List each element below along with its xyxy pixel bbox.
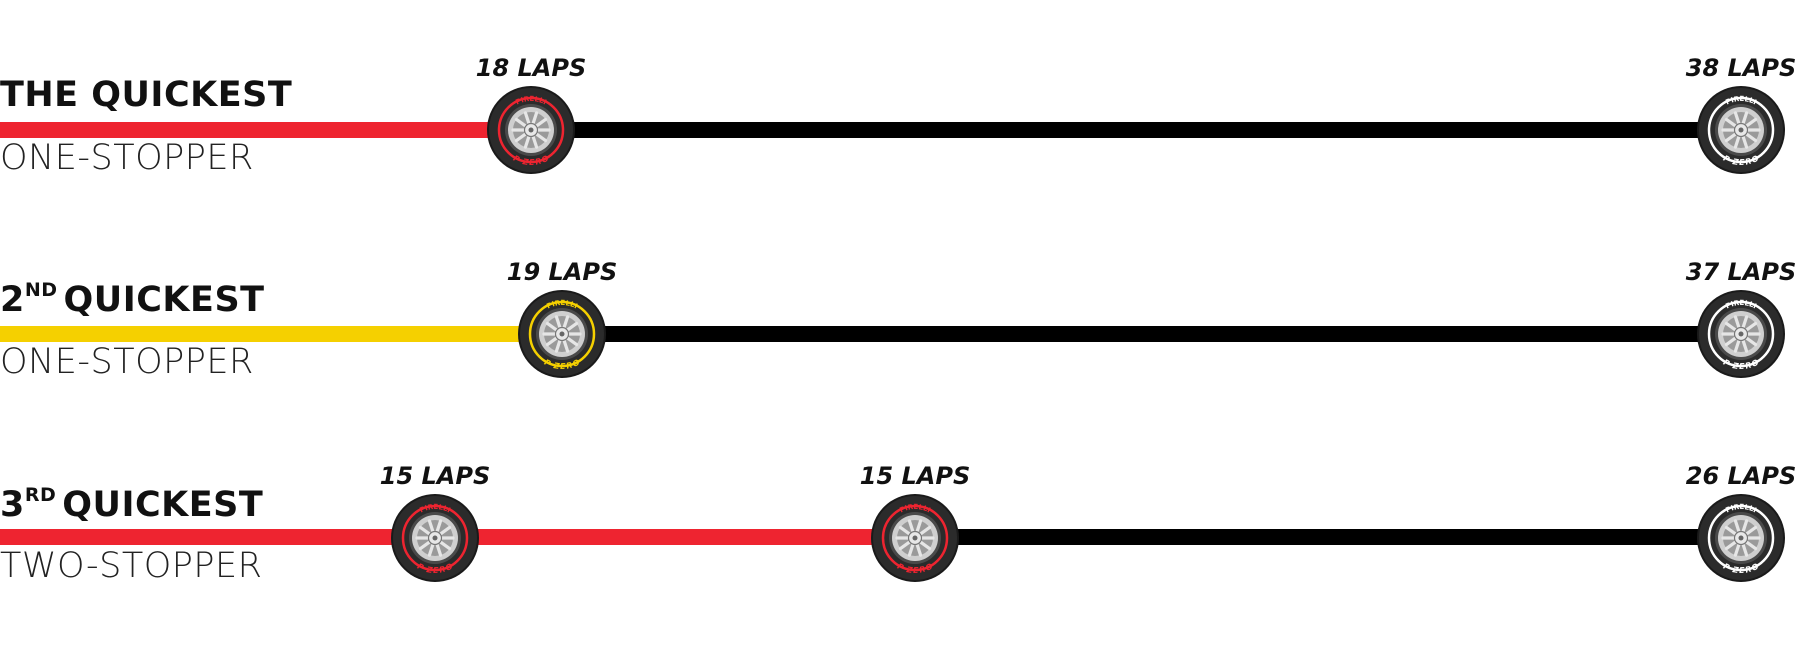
strategy-3-stint-1-laps: 15 LAPS — [379, 462, 491, 490]
soft-tyre-graphic: PIRELLI P ZERO — [391, 494, 479, 582]
strategy-1-stint-1-line — [0, 122, 531, 138]
svg-text:PIRELLI: PIRELLI — [418, 503, 451, 515]
strategy-3-stint-3-line — [915, 529, 1741, 545]
strategy-3-soft-tyre-2-icon: PIRELLI P ZERO — [870, 493, 960, 588]
svg-text:PIRELLI: PIRELLI — [545, 299, 578, 311]
hard-tyre-graphic: PIRELLI P ZERO — [1697, 86, 1785, 174]
svg-text:P ZERO: P ZERO — [512, 154, 551, 167]
strategy-1-subtitle: ONE-STOPPER — [0, 138, 254, 178]
strategy-1-hard-tyre-icon: PIRELLI P ZERO — [1696, 85, 1786, 180]
svg-text:PIRELLI: PIRELLI — [1724, 299, 1757, 311]
strategy-3-subtitle: TWO-STOPPER — [0, 546, 263, 586]
strategy-2-stint-1-line — [0, 326, 562, 342]
strategy-2-hard-tyre-icon: PIRELLI P ZERO — [1696, 289, 1786, 384]
svg-text:P ZERO: P ZERO — [1722, 358, 1761, 371]
strategy-3-stint-2-laps: 15 LAPS — [859, 462, 971, 490]
hard-tyre-graphic: PIRELLI P ZERO — [1697, 290, 1785, 378]
medium-tyre-graphic: PIRELLI P ZERO — [518, 290, 606, 378]
svg-text:P ZERO: P ZERO — [416, 562, 455, 575]
strategy-3-stint-3-laps: 26 LAPS — [1685, 462, 1797, 490]
svg-text:P ZERO: P ZERO — [896, 562, 935, 575]
strategy-1-stint-2-line — [531, 122, 1741, 138]
soft-tyre-graphic: PIRELLI P ZERO — [871, 494, 959, 582]
strategy-2-stint-2-laps: 37 LAPS — [1685, 258, 1797, 286]
svg-text:P ZERO: P ZERO — [543, 358, 582, 371]
hard-tyre-graphic: PIRELLI P ZERO — [1697, 494, 1785, 582]
svg-text:P ZERO: P ZERO — [1722, 154, 1761, 167]
svg-text:P ZERO: P ZERO — [1722, 562, 1761, 575]
strategy-2-stint-2-line — [562, 326, 1741, 342]
strategy-1-stint-2-laps: 38 LAPS — [1685, 54, 1797, 82]
strategy-2-medium-tyre-icon: PIRELLI P ZERO — [517, 289, 607, 384]
strategy-2-subtitle: ONE-STOPPER — [0, 342, 254, 382]
svg-text:PIRELLI: PIRELLI — [1724, 95, 1757, 107]
strategy-3-hard-tyre-icon: PIRELLI P ZERO — [1696, 493, 1786, 588]
soft-tyre-graphic: PIRELLI P ZERO — [487, 86, 575, 174]
svg-text:PIRELLI: PIRELLI — [1724, 503, 1757, 515]
strategy-1-soft-tyre-icon: PIRELLI P ZERO — [486, 85, 576, 180]
strategy-1-title: THE QUICKEST — [0, 75, 293, 115]
strategy-3-soft-tyre-1-icon: PIRELLI P ZERO — [390, 493, 480, 588]
strategy-2-stint-1-laps: 19 LAPS — [506, 258, 618, 286]
svg-text:PIRELLI: PIRELLI — [514, 95, 547, 107]
svg-text:PIRELLI: PIRELLI — [898, 503, 931, 515]
strategy-1-stint-1-laps: 18 LAPS — [475, 54, 587, 82]
